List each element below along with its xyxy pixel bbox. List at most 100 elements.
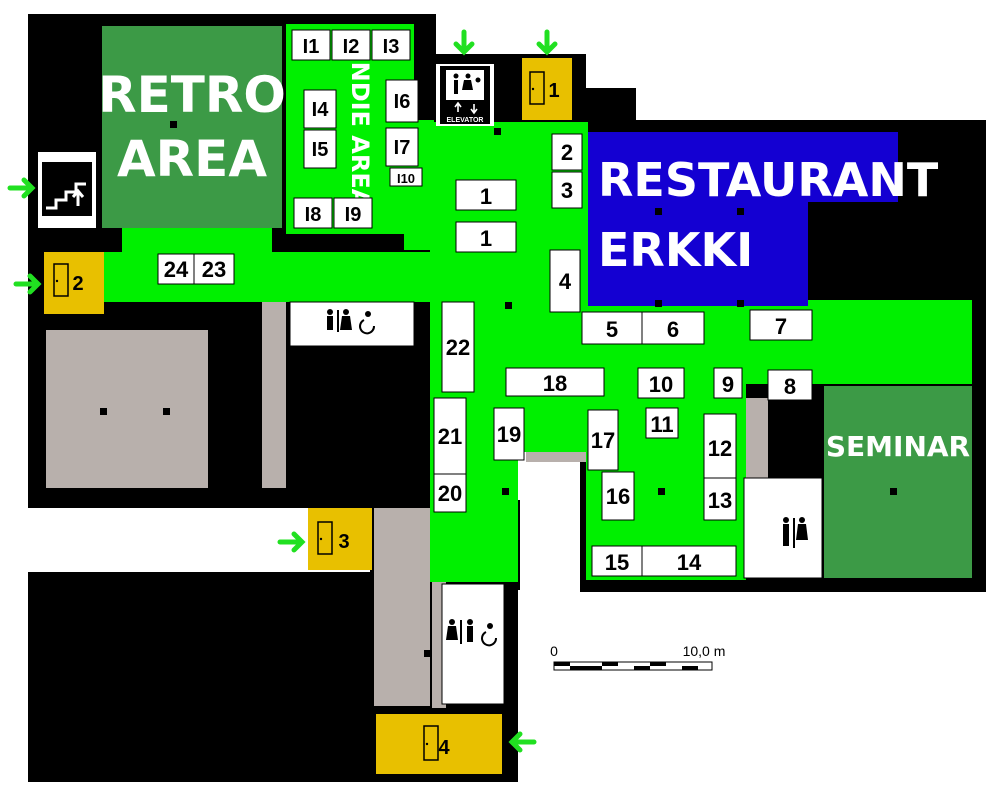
booth: 10 [637, 367, 685, 399]
entrance-arrow-icon [13, 273, 42, 295]
indie-booth-label: I2 [343, 36, 360, 58]
indie-booth: I6 [385, 79, 419, 123]
doors: 1 2 3 4 [44, 58, 572, 774]
elevator-label: ELEVATOR [447, 117, 484, 124]
restaurant-erkki: RESTAURANT ERKKI [588, 132, 939, 306]
scale-start-label: 0 [550, 643, 558, 659]
indie-booth-label: I10 [397, 171, 415, 186]
booth-label: 1 [480, 184, 492, 209]
booth: 7 [749, 309, 813, 341]
restaurant-label-line1: RESTAURANT [598, 153, 939, 207]
booth-label: 22 [446, 335, 470, 360]
booth-label: 6 [667, 317, 679, 342]
booths: 1 1 2 3 4 5 6 7 8 9 10 11 12 13 14 15 16… [157, 133, 813, 577]
scale-end-label: 10,0 m [683, 643, 726, 659]
booth-label: 9 [722, 372, 734, 397]
indie-booth: I4 [303, 89, 337, 129]
booth: 23 [193, 253, 235, 285]
indie-booth: I7 [385, 127, 419, 167]
door-icon [423, 725, 439, 761]
entrance-arrow-icon [277, 531, 306, 553]
booth-label: 2 [561, 140, 573, 165]
booth: 12 [703, 413, 737, 479]
booth-label: 3 [561, 178, 573, 203]
booth: 4 [549, 249, 581, 313]
booth-label: 17 [591, 428, 615, 453]
door-1: 1 [522, 58, 572, 120]
booth: 24 [157, 253, 195, 285]
indie-booth: I9 [333, 197, 373, 229]
booth-label: 24 [164, 257, 189, 282]
retro-area: RETRO AREA [98, 26, 286, 228]
booth-label: 4 [559, 269, 572, 294]
booth-label: 23 [202, 257, 226, 282]
pillars [100, 121, 897, 657]
retro-area-label-line2: AREA [117, 130, 267, 188]
door-2-label: 2 [72, 273, 83, 295]
indie-booths: I1 I2 I3 I4 I5 I6 I7 I10 I8 I9 [291, 29, 423, 229]
booth-label: 7 [775, 314, 787, 339]
booth-label: 8 [784, 374, 796, 399]
stairs-sign [38, 152, 96, 228]
booth-label: 12 [708, 436, 732, 461]
booth: 6 [641, 311, 705, 345]
door-4-label: 4 [438, 737, 450, 759]
door-icon [317, 521, 333, 555]
indie-booth-label: I8 [305, 204, 322, 226]
booth: 9 [713, 367, 743, 399]
booth: 22 [441, 301, 475, 393]
toilet-areas [289, 301, 823, 705]
booth: 11 [645, 407, 679, 439]
booth: 5 [581, 311, 643, 345]
door-4: 4 [376, 714, 502, 774]
door-1-label: 1 [548, 80, 559, 102]
booth: 16 [601, 471, 635, 521]
booth: 8 [767, 369, 813, 401]
indie-booth-label: I1 [303, 36, 320, 58]
booth-label: 14 [677, 550, 702, 575]
entrance-arrows [7, 29, 558, 753]
indie-booth-label: I3 [383, 36, 400, 58]
entrance-arrow-icon [453, 29, 475, 56]
retro-area-label-line1: RETRO [98, 66, 286, 124]
indie-booth-label: I9 [345, 204, 362, 226]
booth: 2 [551, 133, 583, 171]
booth-label: 18 [543, 371, 567, 396]
door-icon [53, 263, 69, 297]
indie-booth: I5 [303, 129, 337, 169]
toilet-icon [783, 517, 808, 548]
booth: 13 [703, 477, 737, 521]
indie-booth-label: I6 [394, 91, 411, 113]
seminar-label: SEMINAR [826, 430, 970, 463]
booth: 14 [641, 545, 737, 577]
door-2: 2 [44, 252, 104, 314]
stairs-icon [46, 182, 86, 210]
booth: 18 [505, 367, 605, 397]
door-3: 3 [308, 508, 372, 570]
booth: 19 [493, 407, 525, 461]
elevator-icon [446, 70, 484, 115]
entrance-arrow-icon [536, 29, 558, 56]
indie-booth: I10 [389, 167, 423, 187]
booth-label: 11 [650, 412, 673, 437]
booth-label: 20 [438, 481, 462, 506]
indie-booth-label: I4 [312, 99, 330, 121]
door-icon [529, 71, 545, 105]
toilet-icon [327, 309, 376, 335]
booth: 17 [587, 409, 619, 471]
booth: 21 [433, 397, 467, 475]
entrance-arrow-icon [508, 731, 537, 753]
booth: 20 [433, 473, 467, 513]
restaurant-label-line2: ERKKI [598, 223, 753, 277]
booth: 1 [455, 221, 517, 253]
booth: 3 [551, 171, 583, 209]
toilet-icon [446, 619, 498, 647]
booth-label: 5 [606, 317, 618, 342]
indie-booth: I1 [291, 29, 331, 61]
indie-area-label: INDIE AREA [346, 53, 374, 208]
door-3-label: 3 [338, 531, 349, 553]
booth-label: 15 [605, 550, 629, 575]
booth-label: 16 [606, 484, 630, 509]
booth: 1 [455, 179, 517, 211]
